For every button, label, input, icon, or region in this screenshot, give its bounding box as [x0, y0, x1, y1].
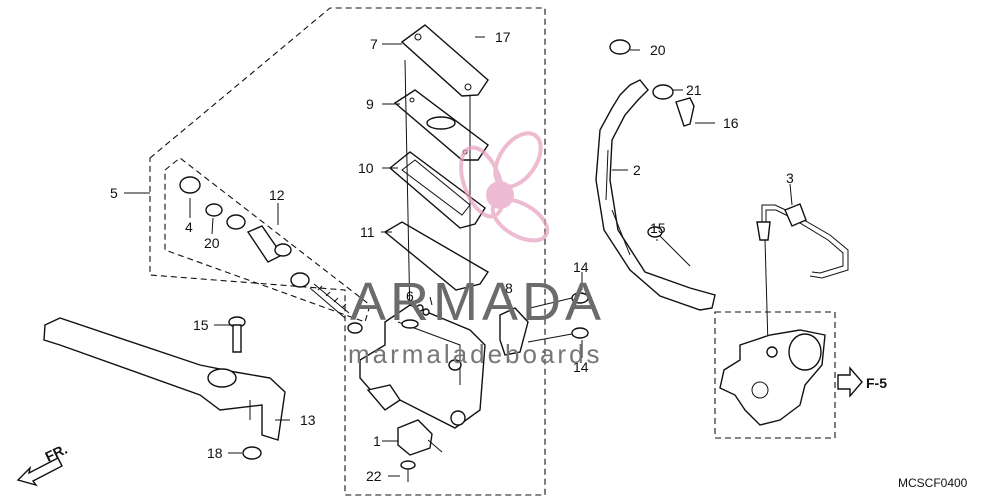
- watermark-tagline: marmaladeboards: [348, 339, 603, 369]
- abs-unit-box: [714, 311, 836, 439]
- diagram-code: MCSCF0400: [898, 476, 968, 490]
- callout-3: 3: [786, 170, 794, 186]
- callout-10: 10: [358, 160, 374, 176]
- callout-20-upper: 20: [650, 42, 666, 58]
- hose-bolt: [647, 226, 691, 267]
- watermark-brand: ARMADA: [350, 272, 605, 332]
- callout-20-lower: 21: [686, 82, 702, 98]
- brake-switch: [397, 419, 443, 456]
- callout-7: 7: [370, 36, 378, 52]
- callout-9: 9: [366, 96, 374, 112]
- callout-17: 16: [723, 115, 739, 131]
- reference-label: F-5: [866, 375, 887, 391]
- callout-5: 5: [110, 185, 118, 201]
- clamp-holder: [499, 307, 529, 356]
- holder-bolt-upper: [529, 292, 589, 309]
- assembly-outline: [149, 7, 546, 496]
- callout-11: 11: [360, 224, 375, 240]
- brake-pipe: [756, 203, 849, 346]
- callout-19: 18: [207, 445, 223, 461]
- callout-14-upper: 14: [573, 259, 589, 275]
- front-direction-arrow: [16, 457, 63, 487]
- callout-13: 13: [300, 412, 316, 428]
- small-boot: [416, 304, 430, 316]
- callout-12: 12: [269, 187, 285, 203]
- callout-15: 15: [193, 317, 209, 333]
- callout-18: 17: [495, 29, 511, 45]
- reservoir-cap: [400, 24, 489, 97]
- callout-8: 8: [505, 280, 513, 296]
- piston-kit-outline: [164, 157, 371, 323]
- front-direction-label: FR.: [43, 441, 70, 465]
- gasket: [383, 221, 489, 291]
- callout-14-lower: 14: [573, 359, 589, 375]
- callout-22: 22: [366, 468, 382, 484]
- piston-kit: [179, 176, 363, 334]
- reference-arrow: [837, 366, 863, 398]
- callout-2: 2: [633, 162, 641, 178]
- switch-screw: [400, 460, 416, 482]
- master-cylinder-body: [359, 304, 486, 429]
- callout-6: 6: [406, 288, 414, 304]
- callout-16: 15: [650, 220, 666, 236]
- abs-modulator: [719, 329, 826, 426]
- holder-bolt-lower: [527, 327, 589, 343]
- brake-hose: [595, 39, 716, 311]
- leader-lines: [124, 36, 793, 477]
- pivot-nut: [242, 446, 262, 460]
- watermark-logo: [459, 131, 550, 243]
- callout-4: 4: [185, 219, 193, 235]
- diaphragm: [388, 151, 486, 229]
- callout-21: 20: [204, 235, 220, 251]
- pivot-bolt: [228, 316, 246, 353]
- callout-1: 1: [373, 433, 381, 449]
- brake-lever: [43, 317, 286, 441]
